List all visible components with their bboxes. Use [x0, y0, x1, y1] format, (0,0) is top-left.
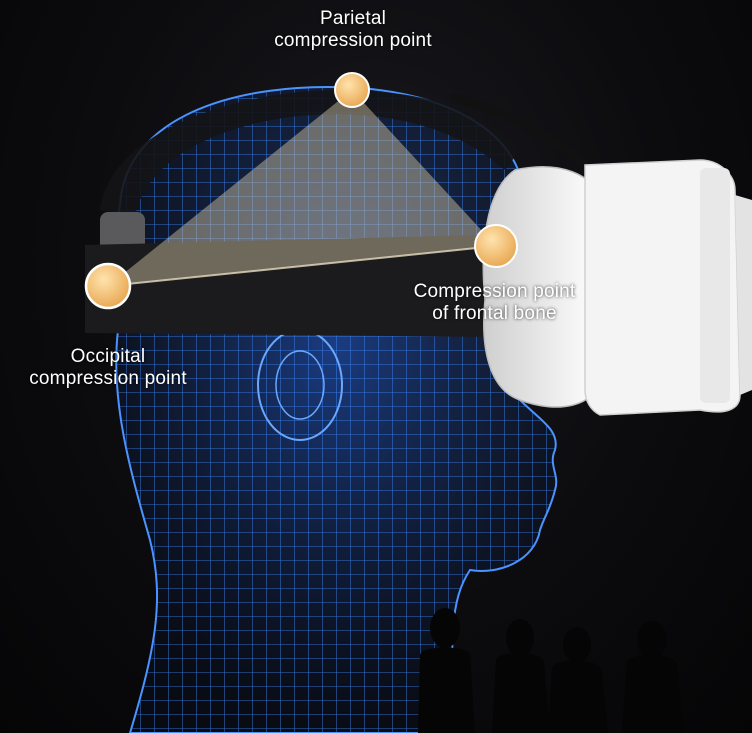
parietal-label-line2: compression point: [258, 30, 448, 52]
parietal-point: [335, 73, 369, 107]
people-silhouettes-icon: [418, 608, 684, 733]
occipital-label: Occipital compression point: [8, 346, 208, 390]
parietal-label: Parietal compression point: [258, 8, 448, 52]
frontal-point: [475, 225, 517, 267]
frontal-label-line2: of frontal bone: [392, 303, 597, 325]
frontal-label-line1: Compression point: [392, 281, 597, 303]
frontal-label: Compression point of frontal bone: [392, 281, 597, 325]
parietal-label-line1: Parietal: [258, 8, 448, 30]
occipital-label-line1: Occipital: [8, 346, 208, 368]
occipital-point: [86, 264, 130, 308]
occipital-label-line2: compression point: [8, 368, 208, 390]
